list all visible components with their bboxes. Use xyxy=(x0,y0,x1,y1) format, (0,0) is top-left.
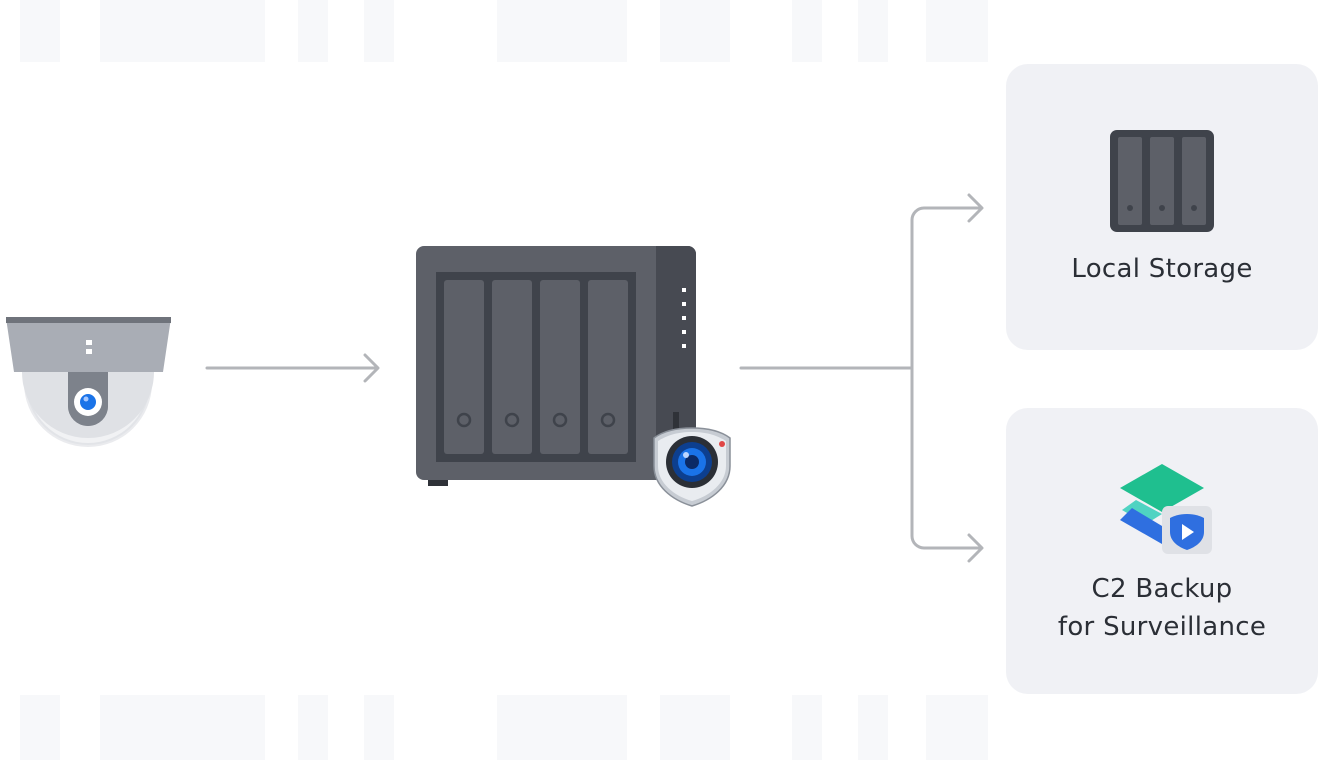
nas-drive-bays xyxy=(444,280,628,454)
arrow-camera-to-nas xyxy=(205,353,380,383)
c2-surveillance-icon xyxy=(1120,464,1212,554)
local-storage-card: Local Storage xyxy=(1006,64,1318,350)
background-pattern xyxy=(20,0,988,760)
arrow-nas-to-destinations xyxy=(739,193,984,563)
nas-status-leds xyxy=(682,288,686,348)
surveillance-station-icon xyxy=(653,427,731,507)
nas-device-icon xyxy=(416,246,696,486)
c2-backup-label: C2 Backup for Surveillance xyxy=(1006,570,1318,646)
storage-drive-bay-icon xyxy=(1110,130,1214,232)
c2-backup-label-line1: C2 Backup xyxy=(1091,574,1233,604)
local-storage-label: Local Storage xyxy=(1071,254,1253,284)
c2-backup-card: C2 Backup for Surveillance xyxy=(1006,408,1318,694)
c2-backup-label-line2: for Surveillance xyxy=(1057,612,1267,642)
ip-camera-icon xyxy=(6,317,171,447)
